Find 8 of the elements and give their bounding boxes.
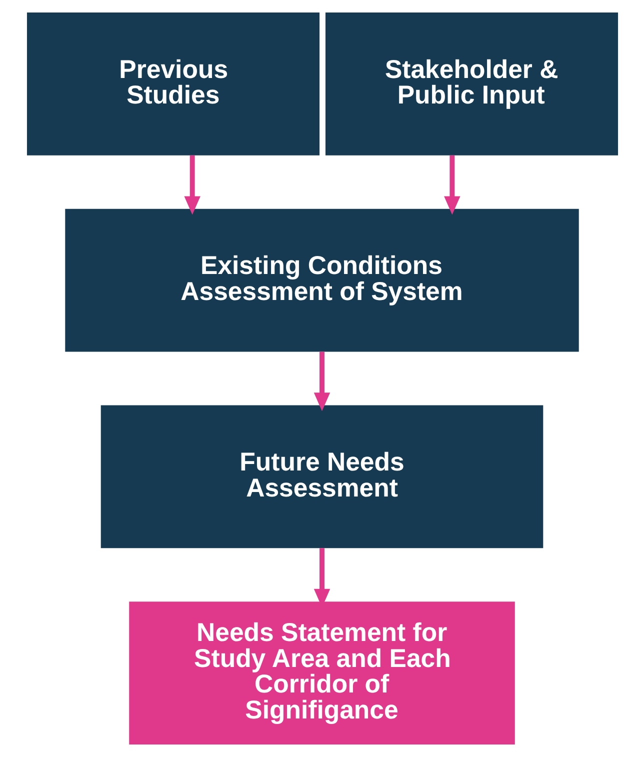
arrow [444, 155, 460, 215]
arrow [184, 155, 200, 215]
arrow [313, 352, 330, 412]
node-box: Stakeholder & Public Input [324, 12, 618, 156]
node-box: Existing Conditions Assessment of System [64, 208, 578, 352]
node-box: Previous Studies [26, 12, 320, 156]
node-box: Future Needs Assessment [100, 405, 543, 548]
node-box: Needs Statement for Study Area and Each Corridor of Signifigance [128, 602, 514, 744]
